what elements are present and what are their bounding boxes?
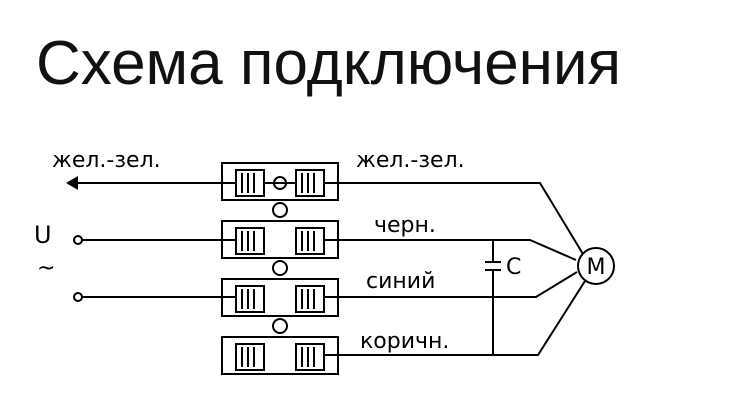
phase-input-terminal [73, 235, 83, 245]
ground-left-label: жел.-зел. [52, 148, 161, 173]
ac-symbol-label: ~ [37, 256, 55, 281]
blue-wire [324, 271, 578, 298]
capacitor-label: C [506, 255, 521, 280]
ground-output-wire [324, 182, 587, 260]
black-wire [324, 239, 577, 261]
brown-wire-label: коричн. [360, 329, 449, 354]
motor-symbol [577, 247, 615, 285]
terminal-block-2 [221, 220, 339, 259]
screw-1 [272, 202, 288, 218]
terminal-block-3 [221, 278, 339, 317]
voltage-label: U [34, 221, 52, 249]
motor-label: M [587, 255, 606, 280]
screw-2 [272, 260, 288, 276]
terminal-block-ground [221, 162, 339, 201]
ground-arrow-icon [66, 176, 78, 190]
black-wire-label: черн. [374, 213, 436, 238]
neutral-input-terminal [73, 292, 83, 302]
screw-3 [272, 318, 288, 334]
terminal-block-4 [221, 336, 339, 375]
diagram-title: Схема подключения [36, 29, 622, 98]
ground-right-label: жел.-зел. [356, 148, 465, 173]
blue-wire-label: синий [366, 269, 435, 294]
brown-wire [324, 280, 586, 356]
